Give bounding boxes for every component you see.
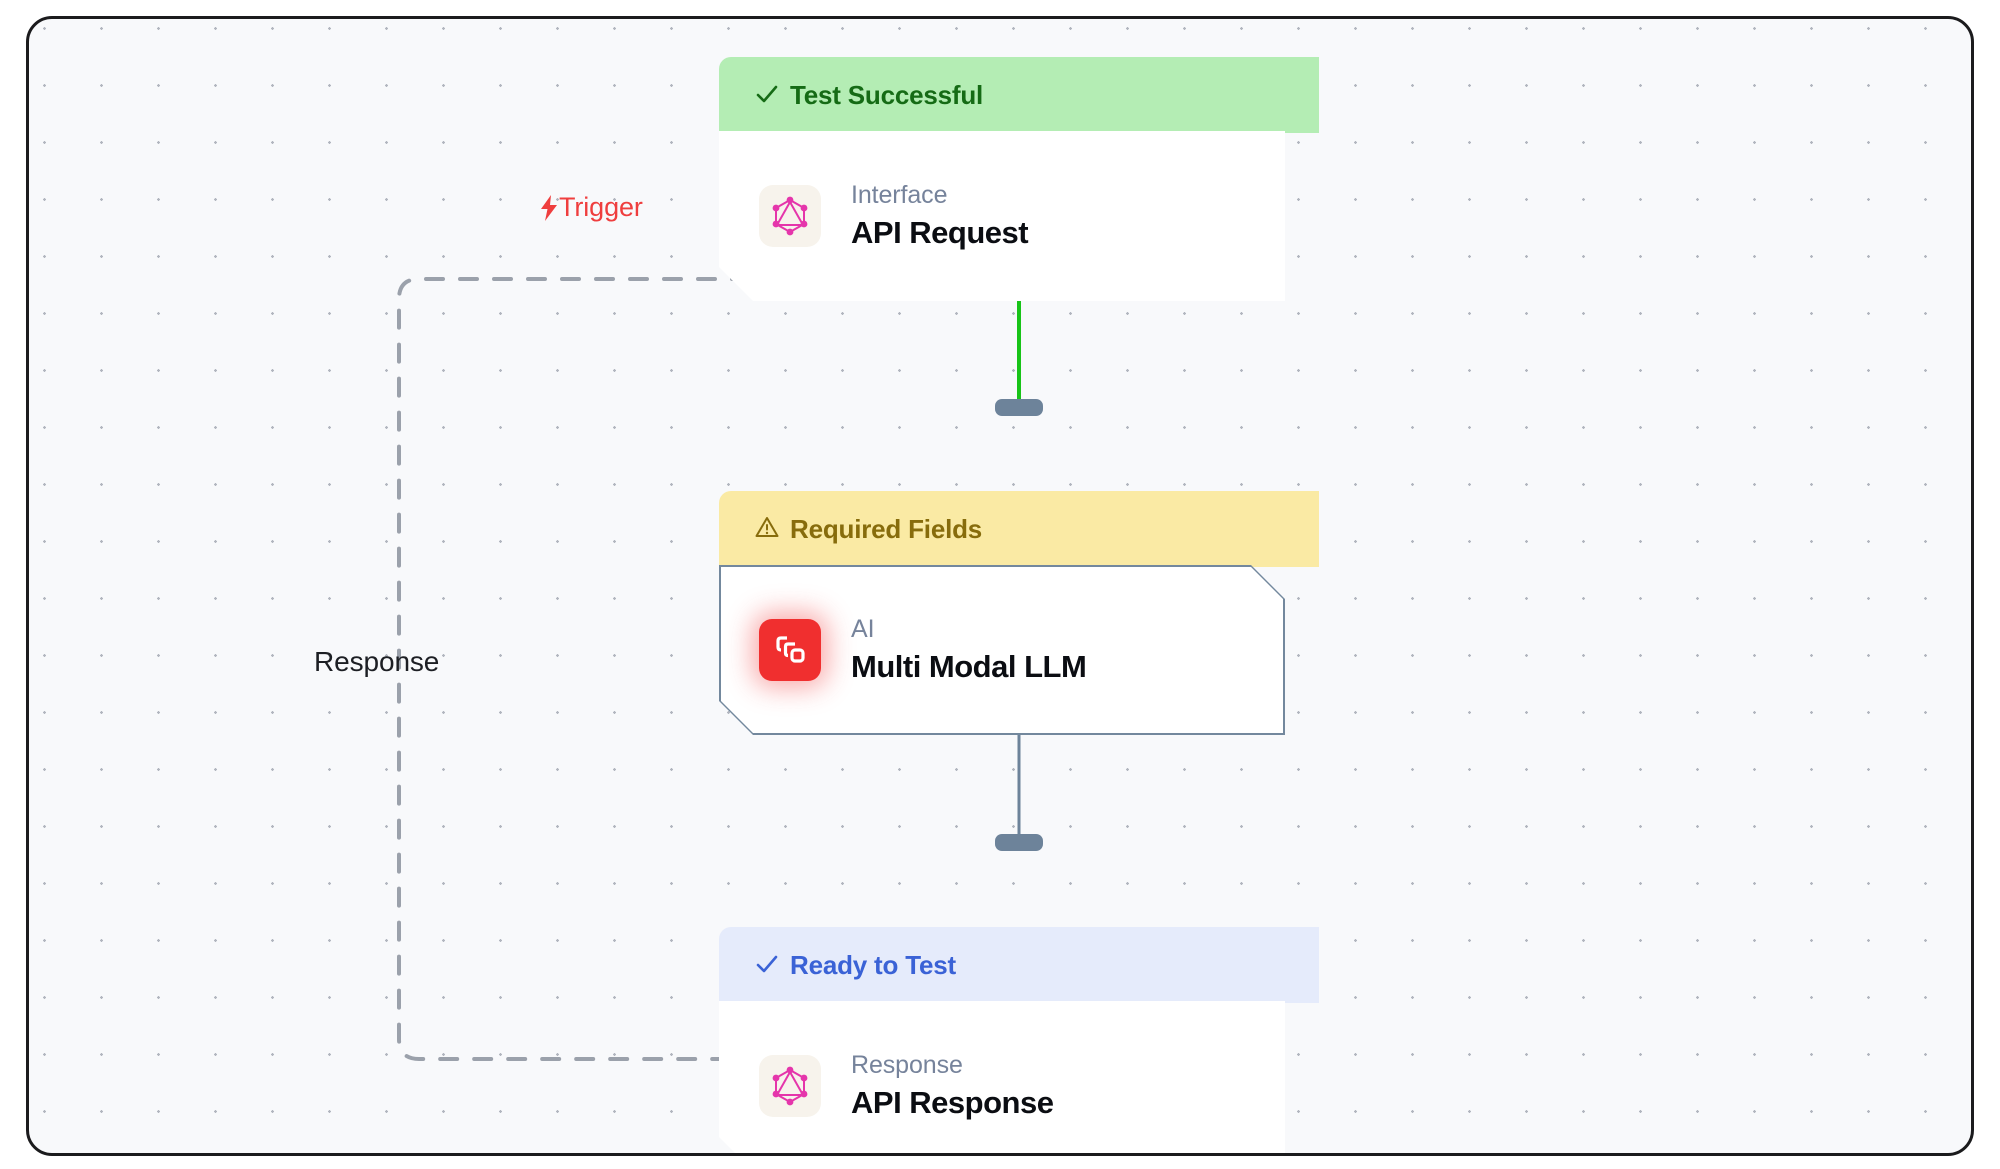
trigger-edge-label: Trigger <box>539 192 643 223</box>
lightning-bolt-icon <box>539 194 559 221</box>
node-title-label: API Response <box>851 1085 1054 1120</box>
target-handle-api-response[interactable] <box>995 834 1043 851</box>
status-banner-label: Test Successful <box>790 79 984 110</box>
node-api-response[interactable]: Ready to Test <box>719 927 1319 1156</box>
graphql-icon <box>759 185 821 247</box>
node-kind-label: Response <box>851 1051 963 1079</box>
check-icon <box>755 952 779 979</box>
status-banner-tab <box>1285 491 1319 567</box>
node-card-api-response[interactable]: Response API Response <box>719 1001 1285 1156</box>
warning-triangle-icon <box>755 516 779 543</box>
status-banner-tab <box>1285 927 1319 1003</box>
connector-line-slate <box>1017 718 1021 842</box>
node-card-multi-modal-llm[interactable]: AI Multi Modal LLM <box>719 565 1285 735</box>
status-banner-required-fields: Required Fields <box>719 491 1319 567</box>
status-banner-label: Ready to Test <box>790 949 956 980</box>
node-title-label: API Request <box>851 215 1029 250</box>
node-kind-label: AI <box>851 615 875 643</box>
target-handle-multi-modal-llm[interactable] <box>995 399 1043 416</box>
stacked-layers-icon <box>759 619 821 681</box>
check-icon <box>755 82 779 109</box>
trigger-edge-label-text: Trigger <box>559 192 643 222</box>
workflow-canvas[interactable]: Trigger Response Test Successful <box>26 16 1974 1156</box>
status-banner-label: Required Fields <box>790 513 983 544</box>
node-title-label: Multi Modal LLM <box>851 649 1087 684</box>
status-banner-ready-to-test: Ready to Test <box>719 927 1319 1003</box>
connector-line-green <box>1017 283 1021 407</box>
response-edge-label: Response <box>314 646 440 677</box>
graphql-icon <box>759 1055 821 1117</box>
status-banner-test-successful: Test Successful <box>719 57 1319 133</box>
node-kind-label: Interface <box>851 181 948 209</box>
node-card-api-request[interactable]: Interface API Request <box>719 131 1285 301</box>
node-api-request[interactable]: Test Successful <box>719 57 1319 301</box>
status-banner-tab <box>1285 57 1319 133</box>
node-multi-modal-llm[interactable]: Required Fields AI Multi Modal LLM <box>719 491 1319 735</box>
